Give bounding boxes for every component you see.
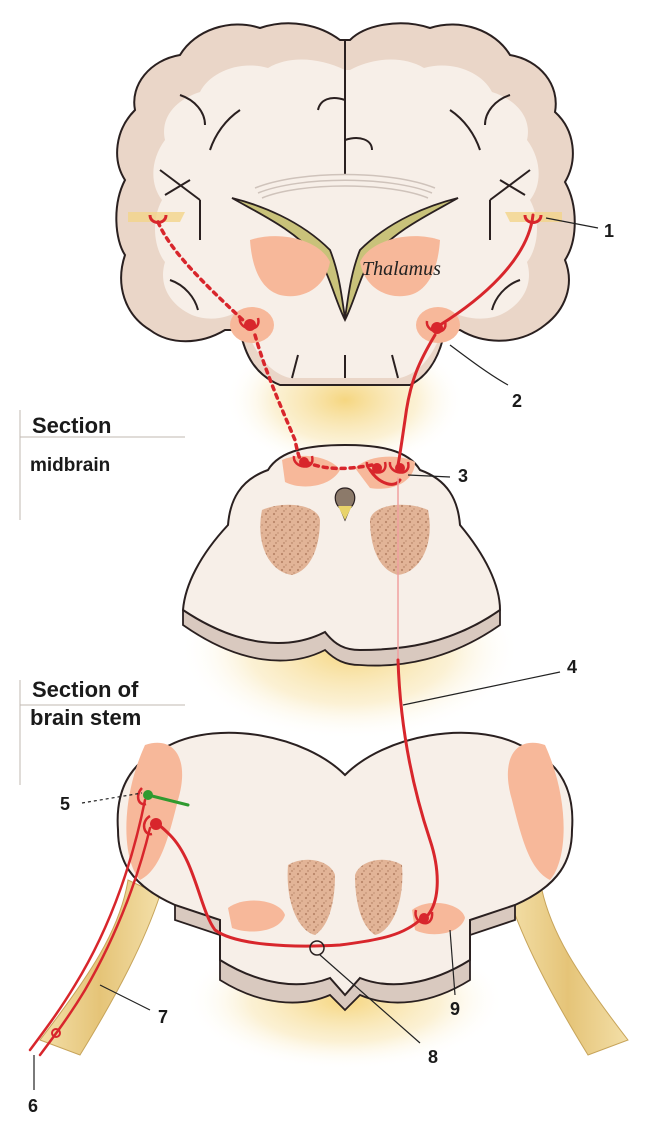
thalamus-label: Thalamus <box>362 258 441 280</box>
leader-1 <box>545 217 599 229</box>
leader-4 <box>402 671 561 706</box>
callout-4: 4 <box>567 657 578 677</box>
leader-7 <box>99 984 151 1011</box>
midbrain-section-subtitle: midbrain <box>30 455 111 476</box>
lateral-nucleus-left <box>126 742 183 880</box>
solid-path-descending <box>396 658 439 917</box>
dashed-path-middle <box>253 333 304 464</box>
solid-path-ventral <box>153 821 424 948</box>
callout-7: 7 <box>158 1007 169 1027</box>
callout-9: 9 <box>450 999 461 1019</box>
afferent-fiber <box>28 798 147 1052</box>
section-rules <box>19 410 185 785</box>
brainstem-speckle-left <box>287 859 335 935</box>
brainstem-section-title: Section of <box>32 677 139 702</box>
synapse-midbrain-right <box>388 461 410 474</box>
cerebrum-white-matter <box>153 59 539 378</box>
synapses <box>51 214 543 1038</box>
ventral-nucleus-right <box>412 902 465 935</box>
synapse-thalamus-left <box>238 317 260 331</box>
callout-3: 3 <box>458 466 469 486</box>
callout-8: 8 <box>428 1047 439 1067</box>
leader-2 <box>449 344 509 386</box>
callout-6: 6 <box>28 1096 39 1116</box>
pathways <box>28 213 535 1057</box>
collateral-fiber <box>146 793 190 807</box>
midbrain-outline <box>181 443 502 652</box>
brainstem-section <box>39 731 629 1056</box>
sulci <box>159 40 531 379</box>
callout-2: 2 <box>512 391 523 411</box>
synapse-brainstem-left <box>142 814 162 836</box>
cortex-area-left <box>128 212 185 222</box>
leader-8 <box>319 954 421 1044</box>
brainstem-outline <box>116 731 574 997</box>
midbrain-section-title: Section <box>32 413 112 438</box>
callout-5: 5 <box>60 794 71 814</box>
ventral-nucleus-left <box>228 900 285 932</box>
brainstem-section-subtitle: brain stem <box>30 705 142 730</box>
lateral-nucleus-right <box>507 742 564 880</box>
solid-path-thalamus-down <box>396 333 437 467</box>
afferent-fiber-2 <box>38 826 152 1057</box>
leader-3 <box>407 474 451 478</box>
dashed-path-upper <box>156 220 247 324</box>
synapse-midbrain-left <box>292 455 314 468</box>
synapse-cortex-left <box>148 214 168 224</box>
midbrain-section <box>181 443 502 667</box>
midbrain-speckle-left <box>260 504 320 575</box>
peripheral-node <box>51 1028 61 1038</box>
synapse-midbrain-mid <box>365 461 387 474</box>
synapse-brainstem-right <box>414 909 434 925</box>
leader-9 <box>449 929 456 996</box>
synapse-cortex-right <box>523 214 543 224</box>
solid-path-cortex <box>438 213 535 327</box>
synapse-collateral <box>136 787 153 806</box>
synapse-thalamus-right <box>425 320 447 334</box>
cerebrum-section <box>115 22 576 386</box>
brainstem-speckle-right <box>355 859 403 935</box>
leader-5 <box>81 792 143 804</box>
midbrain-speckle-right <box>370 504 430 575</box>
decussation-marker <box>309 940 325 956</box>
fiber-tract-right <box>507 879 629 1056</box>
callout-1: 1 <box>604 221 615 241</box>
aqueduct-floor <box>338 506 352 520</box>
thalamus-left <box>250 236 330 297</box>
corpus-callosum <box>254 173 436 199</box>
leader-lines <box>33 217 599 1090</box>
thalamus-right <box>360 236 440 297</box>
